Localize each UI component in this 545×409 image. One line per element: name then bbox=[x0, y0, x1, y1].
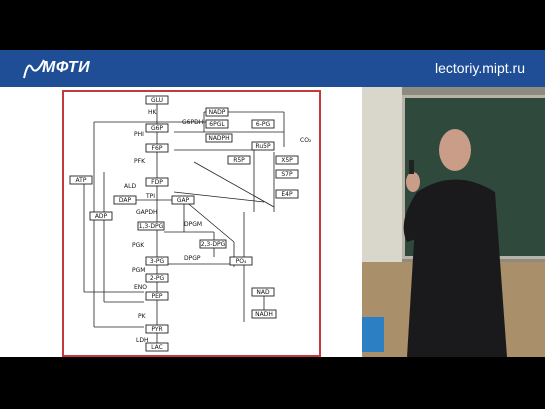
node-box bbox=[145, 291, 169, 301]
node-label: PO₄ bbox=[236, 258, 247, 265]
site-header: МФТИ lectoriy.mipt.ru bbox=[0, 50, 545, 87]
enzyme-label: G6PDH bbox=[182, 119, 203, 126]
node-box bbox=[229, 256, 253, 266]
node-box bbox=[145, 342, 169, 352]
node-box bbox=[275, 169, 299, 179]
node-box bbox=[145, 123, 169, 133]
node-label: 1,3-DPG bbox=[139, 223, 164, 230]
enzyme-label: HK bbox=[148, 109, 158, 116]
node-box bbox=[145, 256, 169, 266]
enzyme-label: PFK bbox=[134, 158, 146, 165]
node-box bbox=[113, 195, 137, 205]
node-label: R5P bbox=[233, 157, 245, 164]
node-box bbox=[89, 211, 113, 221]
node-box bbox=[69, 175, 93, 185]
node-label: DAP bbox=[119, 197, 132, 204]
logo-text: МФТИ bbox=[42, 59, 91, 76]
node-box bbox=[251, 309, 277, 319]
enzyme-label: TPI bbox=[145, 193, 155, 200]
node-box bbox=[251, 287, 275, 297]
enzyme-label: PGK bbox=[132, 242, 145, 249]
node-label: Ru5P bbox=[255, 143, 271, 150]
node-label: NADH bbox=[255, 311, 273, 318]
node-box bbox=[145, 177, 169, 187]
mipt-logo-icon bbox=[23, 59, 45, 79]
enzyme-label: DPGM bbox=[184, 221, 202, 228]
pathway-diagram: GLU HK G6P PHI F6P PFK FDP ALD TPI DAP GAP GAPDH 1,3… bbox=[69, 95, 312, 352]
node-box bbox=[275, 189, 299, 199]
node-box bbox=[145, 324, 169, 334]
lecturer-video bbox=[362, 87, 545, 357]
node-label: NADPH bbox=[208, 135, 229, 142]
node-box bbox=[205, 107, 229, 117]
node-label: FDP bbox=[151, 179, 163, 186]
footer-bar bbox=[0, 357, 545, 409]
node-label: NAD bbox=[256, 289, 270, 296]
node-box bbox=[145, 95, 169, 105]
node-box bbox=[251, 141, 275, 151]
node-label: S7P bbox=[281, 171, 293, 178]
node-label: PEP bbox=[151, 293, 162, 300]
node-box bbox=[205, 119, 229, 129]
node-label: F6P bbox=[152, 145, 163, 152]
node-label: PYR bbox=[151, 326, 162, 333]
enzyme-label: ALD bbox=[124, 183, 136, 190]
lecturer-figure bbox=[403, 129, 507, 357]
node-box bbox=[171, 195, 195, 205]
node-box bbox=[227, 155, 251, 165]
node-label: X5P bbox=[281, 157, 293, 164]
node-label: LAC bbox=[151, 344, 163, 351]
node-label: ATP bbox=[76, 177, 87, 184]
enzyme-label: DPGP bbox=[184, 255, 201, 262]
enzyme-label: PK bbox=[138, 313, 147, 320]
enzyme-label: GAPDH bbox=[136, 209, 158, 216]
node-label: 6-PG bbox=[256, 121, 271, 128]
node-label: E4P bbox=[281, 191, 293, 198]
node-box bbox=[145, 273, 169, 283]
node-label: 6PGL bbox=[209, 121, 225, 128]
node-box bbox=[199, 239, 227, 249]
node-label: G6P bbox=[151, 125, 163, 132]
enzyme-label: PGM bbox=[132, 267, 145, 274]
node-label: GAP bbox=[177, 197, 190, 204]
node-label: ADP bbox=[95, 213, 108, 220]
node-box bbox=[205, 133, 233, 143]
node-box bbox=[251, 119, 275, 129]
lecture-content: GLU HK G6P PHI F6P PFK FDP ALD TPI DAP GAP GAPDH 1,3… bbox=[0, 87, 545, 357]
node-label: 2-PG bbox=[150, 275, 165, 282]
enzyme-label: CO₂ bbox=[300, 137, 312, 144]
node-box bbox=[275, 155, 299, 165]
node-label: NADP bbox=[209, 109, 226, 116]
enzyme-label: PHI bbox=[134, 131, 144, 138]
metabolic-pathway-slide: GLU HK G6P PHI F6P PFK FDP ALD TPI DAP GAP GAPDH 1,3… bbox=[62, 90, 321, 357]
blue-bin bbox=[362, 317, 384, 352]
node-box bbox=[145, 143, 169, 153]
enzyme-label: ENO bbox=[134, 284, 147, 291]
site-url[interactable]: lectoriy.mipt.ru bbox=[435, 60, 525, 76]
node-label: GLU bbox=[151, 97, 163, 104]
node-label: 2,3-DPG bbox=[201, 241, 226, 248]
node-label: 3-PG bbox=[150, 258, 165, 265]
enzyme-label: LDH bbox=[136, 337, 148, 344]
node-box bbox=[137, 221, 165, 231]
